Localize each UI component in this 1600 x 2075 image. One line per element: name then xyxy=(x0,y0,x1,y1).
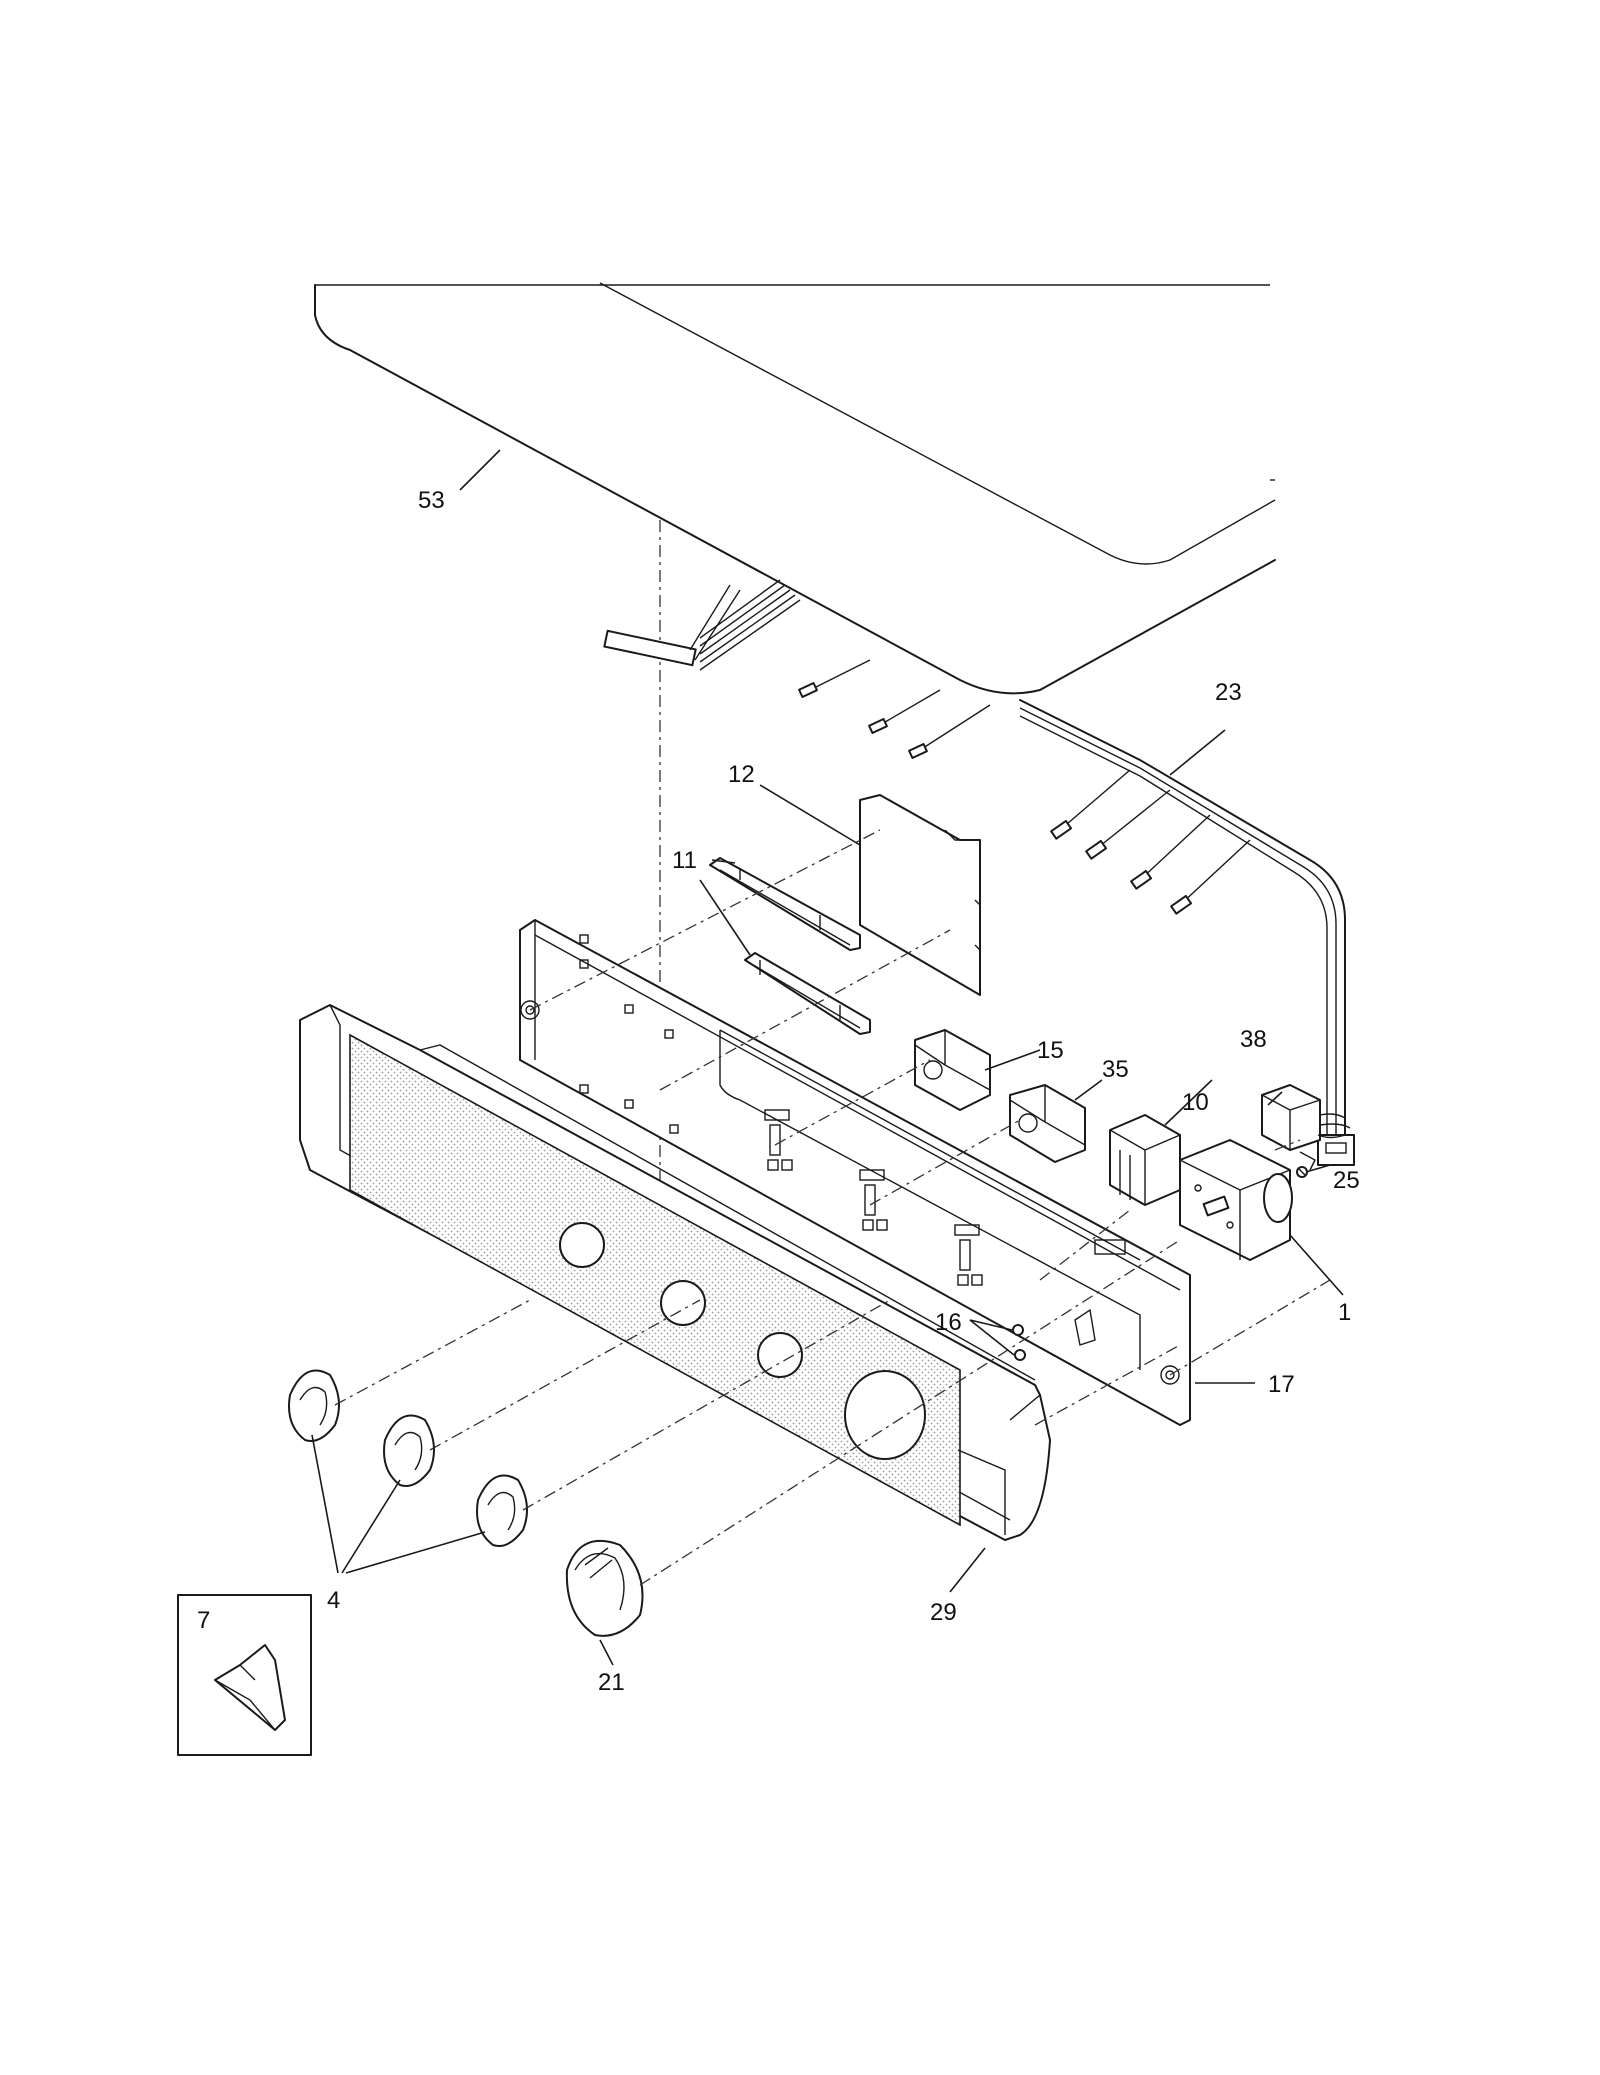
clip-component-7 xyxy=(214,1644,286,1731)
knob-hole-2 xyxy=(660,1280,706,1326)
spade-wire-leads xyxy=(798,659,991,760)
timer-knob-hole xyxy=(844,1370,926,1460)
callout-12: 12 xyxy=(728,761,755,788)
callout-1: 1 xyxy=(1338,1299,1351,1326)
timer-component-1 xyxy=(1179,1139,1293,1261)
callout-11: 11 xyxy=(672,847,697,874)
module-component-10 xyxy=(1109,1114,1181,1206)
front-console-panel xyxy=(299,1004,1051,1541)
screw-component-25 xyxy=(1296,1166,1308,1178)
control-knob-1 xyxy=(288,1369,340,1442)
control-panel-frame xyxy=(519,919,1191,1426)
callout-38: 38 xyxy=(1240,1026,1267,1053)
callout-35: 35 xyxy=(1102,1056,1129,1083)
wire-harness xyxy=(1019,699,1355,1166)
callout-4: 4 xyxy=(327,1587,340,1614)
callout-17: 17 xyxy=(1268,1371,1295,1398)
inset-box-clip xyxy=(177,1594,312,1756)
console-top-cover xyxy=(314,282,1276,695)
callout-7: 7 xyxy=(197,1607,210,1634)
mounting-bracket-upper xyxy=(709,857,861,951)
control-knob-3 xyxy=(476,1474,528,1547)
leader-lines xyxy=(311,449,1344,1666)
switch-component-35 xyxy=(1009,1084,1086,1163)
projection-lines xyxy=(334,829,1331,1586)
switch-component-15 xyxy=(914,1029,991,1111)
mounting-bracket-lower xyxy=(744,952,871,1035)
callout-53: 53 xyxy=(418,487,445,514)
callout-21: 21 xyxy=(598,1669,625,1696)
callout-29: 29 xyxy=(930,1599,957,1626)
callout-16: 16 xyxy=(935,1309,962,1336)
callout-25: 25 xyxy=(1333,1167,1360,1194)
callout-23: 23 xyxy=(1215,679,1242,706)
screws-component-16 xyxy=(1012,1324,1026,1361)
callout-10: 10 xyxy=(1182,1089,1209,1116)
control-knob-2 xyxy=(383,1414,435,1487)
switch-slot-3 xyxy=(954,1224,983,1286)
knob-hole-3 xyxy=(757,1332,803,1378)
harness-connector-left xyxy=(603,579,801,671)
circuit-board xyxy=(859,794,981,996)
switch-slot-2 xyxy=(859,1169,888,1231)
buzzer-component-38 xyxy=(1261,1084,1351,1171)
knob-hole-1 xyxy=(559,1222,605,1268)
callout-labels: 53 23 12 11 15 35 38 10 25 1 16 17 4 29 … xyxy=(197,487,1360,1696)
switch-slot-1 xyxy=(764,1109,793,1171)
timer-knob xyxy=(565,1540,644,1637)
callout-15: 15 xyxy=(1037,1037,1064,1064)
